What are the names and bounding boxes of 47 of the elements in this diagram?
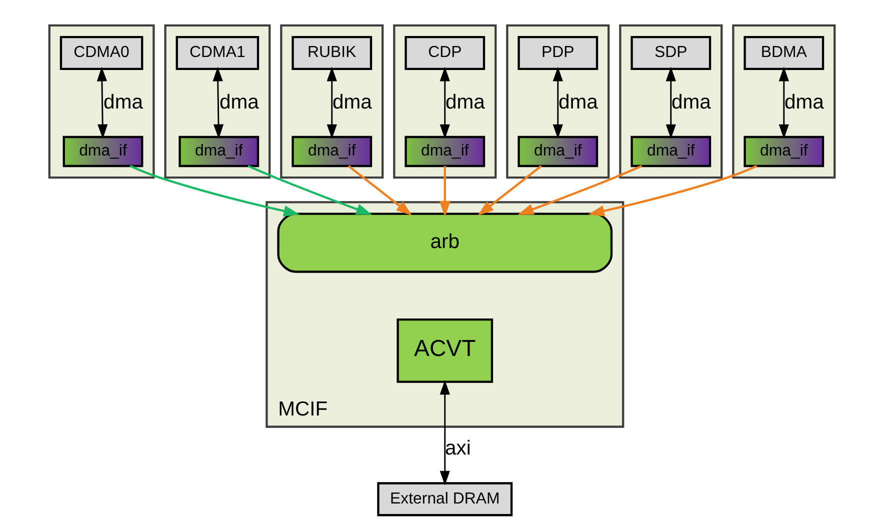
node-box: CDMA1: [175, 36, 259, 70]
edge-label: dma: [103, 91, 142, 114]
node-box: dma_if: [630, 136, 711, 168]
edge-label: dma: [670, 91, 710, 114]
edge-label: dma: [784, 91, 824, 114]
cluster: [164, 24, 270, 179]
node-box: dma_if: [517, 136, 598, 168]
arrow: [247, 165, 372, 215]
arrow: [552, 66, 562, 139]
node-box: PDP: [517, 36, 598, 70]
cluster: [48, 24, 154, 179]
arrow: [439, 380, 450, 486]
arrow: [665, 66, 676, 139]
edge-label: dma: [332, 91, 372, 114]
node-box: dma_if: [291, 136, 372, 168]
arrow: [588, 165, 757, 216]
arrow: [212, 66, 224, 139]
arrow: [96, 66, 108, 139]
node-box: dma_if: [743, 136, 824, 168]
node-box: External DRAM: [376, 482, 512, 516]
cluster: [506, 24, 610, 179]
arrow: [778, 66, 788, 139]
cluster: [618, 24, 722, 179]
edge-label: dma: [558, 91, 598, 114]
node-box: ACVT: [396, 318, 493, 383]
node-box: arb: [276, 212, 612, 273]
node-box: RUBIK: [291, 36, 372, 70]
cluster: [732, 24, 836, 179]
cluster: [280, 24, 384, 179]
cluster: [392, 24, 496, 179]
arrow: [477, 165, 542, 216]
arrow: [129, 165, 300, 216]
arrow: [326, 66, 336, 139]
node-box: dma_if: [62, 136, 143, 168]
node-box: CDP: [404, 36, 485, 70]
arrow: [347, 165, 412, 216]
arrow: [517, 165, 642, 215]
arrow: [438, 166, 450, 217]
edge-label: dma: [218, 91, 258, 114]
node-box: dma_if: [404, 136, 485, 168]
node-box: CDMA0: [59, 36, 143, 70]
node-box: SDP: [630, 36, 711, 70]
edge-label: axi: [444, 438, 470, 460]
edge-label: dma: [444, 91, 484, 114]
arrow: [439, 66, 450, 139]
node-box: BDMA: [743, 36, 824, 70]
node-box: dma_if: [178, 136, 259, 168]
